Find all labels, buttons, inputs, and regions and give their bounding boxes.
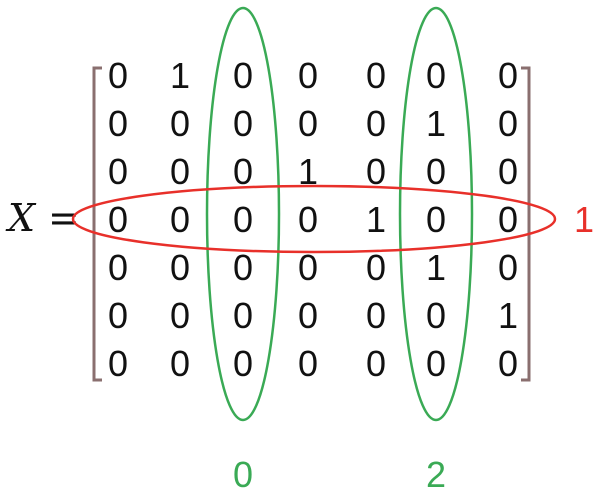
matrix-cell: 1 [298, 151, 318, 192]
matrix-cell: 0 [498, 199, 518, 240]
matrix-cell: 0 [298, 55, 318, 96]
matrix-cell: 0 [233, 295, 253, 336]
matrix-cell: 0 [498, 55, 518, 96]
matrix-cell: 0 [426, 151, 446, 192]
matrix-variable: X [5, 196, 37, 240]
matrix-cell: 0 [298, 295, 318, 336]
matrix-cell: 0 [366, 295, 386, 336]
column-highlight-ellipse [205, 6, 281, 422]
matrix-cell: 0 [426, 295, 446, 336]
matrix-cell: 0 [426, 343, 446, 384]
matrix-cell: 0 [108, 151, 128, 192]
matrix-cell: 0 [233, 199, 253, 240]
column-highlight-ellipse [398, 6, 474, 422]
matrix-cell: 1 [170, 55, 190, 96]
matrix-cell: 0 [298, 103, 318, 144]
matrix-cell: 1 [498, 295, 518, 336]
matrix-cell: 0 [298, 343, 318, 384]
matrix-cell: 0 [170, 247, 190, 288]
matrix-cell: 0 [170, 103, 190, 144]
matrix-cell: 0 [108, 295, 128, 336]
matrix-cell: 0 [498, 103, 518, 144]
matrix-cell: 0 [498, 343, 518, 384]
matrix-cell: 0 [498, 151, 518, 192]
matrix-cell: 0 [170, 199, 190, 240]
matrix-cell: 0 [170, 295, 190, 336]
right-bracket [521, 66, 531, 382]
matrix-cell: 0 [366, 55, 386, 96]
left-bracket [92, 66, 102, 382]
matrix-cell: 1 [426, 247, 446, 288]
matrix-cell: 1 [426, 103, 446, 144]
row-label: 1 [574, 199, 594, 240]
matrix-cell: 0 [298, 199, 318, 240]
column-label: 0 [233, 454, 253, 495]
column-highlights [205, 6, 474, 422]
equals-sign: = [48, 196, 80, 240]
matrix-cell: 0 [366, 151, 386, 192]
matrix-cell: 0 [170, 343, 190, 384]
matrix-cell: 0 [233, 151, 253, 192]
matrix-cell: 0 [233, 55, 253, 96]
matrix-cell: 0 [366, 247, 386, 288]
matrix-cell: 0 [426, 199, 446, 240]
matrix-cell: 0 [108, 199, 128, 240]
matrix-cell: 0 [498, 247, 518, 288]
column-label: 2 [426, 454, 446, 495]
matrix-cell: 0 [233, 343, 253, 384]
matrix-cell: 0 [233, 103, 253, 144]
matrix-cell: 0 [108, 343, 128, 384]
row-highlight-ellipse [71, 184, 557, 254]
matrix-cell: 0 [366, 343, 386, 384]
matrix-cell: 0 [170, 151, 190, 192]
matrix-cell: 0 [108, 55, 128, 96]
matrix-cell: 0 [233, 247, 253, 288]
matrix-cell: 0 [366, 103, 386, 144]
matrix-cell: 0 [298, 247, 318, 288]
matrix-cell: 0 [108, 247, 128, 288]
matrix-cell: 0 [108, 103, 128, 144]
matrix-cell: 1 [366, 199, 386, 240]
matrix-cell: 0 [426, 55, 446, 96]
